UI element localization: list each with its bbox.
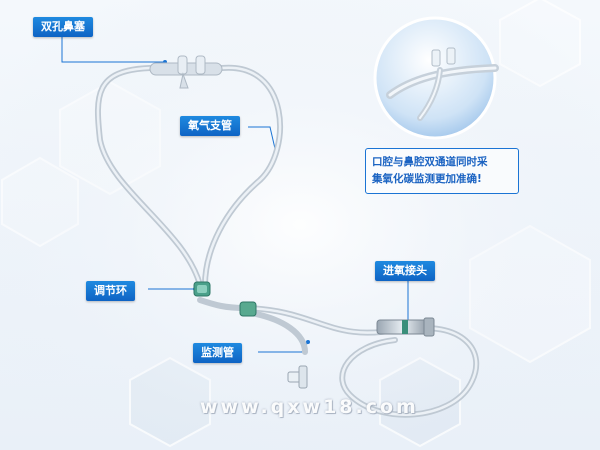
label-oxygen-inlet: 进氧接头 (375, 261, 435, 281)
watermark: www.qxw18.com (200, 396, 419, 418)
label-oxygen-tube: 氧气支管 (180, 116, 240, 136)
splitter-connector (239, 301, 257, 317)
callout-line-2: 集氧化碳监测更加准确! (372, 173, 482, 185)
label-monitor-tube: 监测管 (193, 343, 242, 363)
label-adjust-ring: 调节环 (86, 281, 135, 301)
feature-callout: 口腔与鼻腔双通道同时采 集氧化碳监测更加准确! (365, 148, 519, 194)
leader-lines (61, 36, 409, 353)
oxygen-inlet-part (376, 317, 435, 337)
nasal-prongs (149, 55, 223, 89)
label-nasal-prongs: 双孔鼻塞 (33, 17, 93, 37)
callout-line-1: 口腔与鼻腔双通道同时采 (372, 156, 488, 168)
adjust-ring-part (193, 281, 211, 297)
magnified-lens (373, 16, 499, 140)
monitor-connector-part (287, 365, 308, 389)
